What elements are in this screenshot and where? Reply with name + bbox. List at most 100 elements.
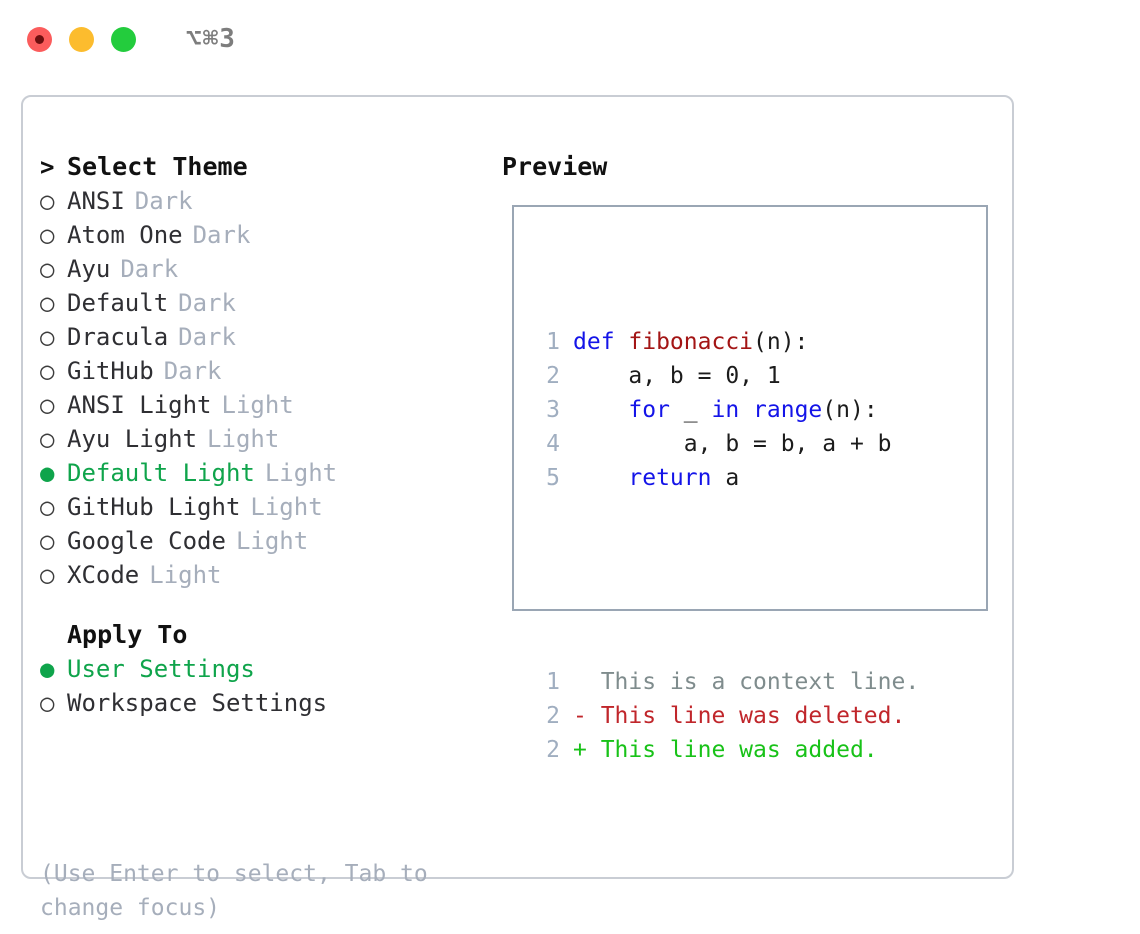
code-text: for _ in range(n): [573,393,878,427]
code-token: a [711,465,740,491]
diff-text: - This line was deleted. [573,703,906,729]
radio-unselected-icon: ○ [40,289,55,317]
theme-category-tag: Light [207,425,280,453]
theme-name: Dracula [67,323,169,351]
theme-list-item[interactable]: ○ ANSI Light Light [40,388,490,422]
theme-category-tag: Dark [178,289,236,317]
code-token [573,397,628,423]
apply-to-heading-row: ○ Apply To [40,618,490,652]
apply-to-label: Workspace Settings [67,689,328,717]
theme-name: Atom One [67,221,183,249]
radio-unselected-icon: ○ [40,187,55,215]
theme-list-item[interactable]: ○ GitHub Dark [40,354,490,388]
radio-unselected-icon: ○ [40,689,55,717]
preview-column: Preview [502,150,1002,184]
line-number: 2 [546,703,560,729]
radio-selected-icon: ● [40,655,55,683]
radio-unselected-icon: ○ [40,561,55,589]
diff-line: 2 + This line was added. [530,733,919,767]
line-number: 2 [546,737,560,763]
titlebar: ⌥⌘3 [0,0,1140,78]
theme-list-item[interactable]: ● Default Light Light [40,456,490,490]
code-token: a, b = b, a + b [573,431,892,457]
code-token [573,465,628,491]
code-token: in [711,397,740,423]
radio-unselected-icon: ○ [40,391,55,419]
diff-text: This is a context line. [573,669,920,695]
apply-to-list: ●User Settings ○ Workspace Settings [40,652,490,720]
code-line: 5 return a [530,461,919,495]
code-line: 2 a, b = 0, 1 [530,359,919,393]
recording-dot-icon [35,34,44,44]
theme-list-item[interactable]: ○ Atom One Dark [40,218,490,252]
focus-caret-icon: > [40,153,55,181]
code-text: a, b = b, a + b [573,427,892,461]
radio-unselected-icon: ○ [40,323,55,351]
diff-text: + This line was added. [573,737,878,763]
line-number: 1 [546,329,560,355]
section-spacer [40,592,490,618]
diff-line: 2 - This line was deleted. [530,699,919,733]
theme-name: GitHub Light [67,493,241,521]
theme-category-tag: Dark [192,221,251,249]
apply-to-item[interactable]: ●User Settings [40,652,490,686]
radio-unselected-icon: ○ [40,255,55,283]
code-token: def [573,329,629,355]
theme-list-item[interactable]: ○ Default Dark [40,286,490,320]
radio-unselected-icon: ○ [40,357,55,385]
radio-selected-icon: ● [40,459,55,487]
code-token: fibonacci [628,329,754,355]
theme-list-item[interactable]: ○ ANSI Dark [40,184,490,218]
theme-list-item[interactable]: ○ Google Code Light [40,524,490,558]
theme-category-tag: Light [264,459,338,487]
diff-sample: 1 This is a context line. 2 - This line wa… [530,665,919,767]
line-number: 1 [546,669,560,695]
theme-category-tag: Dark [163,357,222,385]
diff-line: 1 This is a context line. [530,665,919,699]
theme-name: ANSI Light [67,391,212,419]
theme-name: ANSI [67,187,125,215]
maximize-button[interactable] [111,26,136,52]
theme-category-tag: Dark [134,187,193,215]
apply-to-marker-placeholder: ○ [40,618,67,652]
code-token: a, b = 0, 1 [573,363,781,389]
theme-category-tag: Light [221,391,294,419]
code-token [739,397,753,423]
preview-heading: Preview [502,152,608,181]
theme-name: GitHub [67,357,154,385]
apply-to-heading: Apply To [67,620,188,649]
theme-list-item[interactable]: ○ GitHub Light Light [40,490,490,524]
code-token: for [628,397,670,423]
titlebar-shortcut: ⌥⌘3 [186,24,236,54]
radio-unselected-icon: ○ [40,425,55,453]
apply-to-item[interactable]: ○ Workspace Settings [40,686,490,720]
code-blank-line [530,563,919,597]
code-token: _ [669,397,712,423]
theme-category-tag: Light [235,527,309,555]
close-button[interactable] [27,26,52,52]
keyboard-hint: (Use Enter to select, Tab to change focu… [40,861,428,921]
theme-category-tag: Light [250,493,323,521]
code-text: return a [573,461,739,495]
code-token: (n): [822,397,878,423]
minimize-button[interactable] [69,26,94,52]
theme-name: Ayu [67,255,111,283]
theme-name: Google Code [67,527,226,555]
radio-unselected-icon: ○ [40,493,55,521]
radio-unselected-icon: ○ [40,527,55,555]
theme-list-item[interactable]: ○ Dracula Dark [40,320,490,354]
code-text: def fibonacci(n): [573,325,808,359]
radio-unselected-icon: ○ [40,221,55,249]
theme-name: Default [67,289,169,317]
theme-name: Default Light [67,459,255,487]
theme-category-tag: Dark [178,323,236,351]
